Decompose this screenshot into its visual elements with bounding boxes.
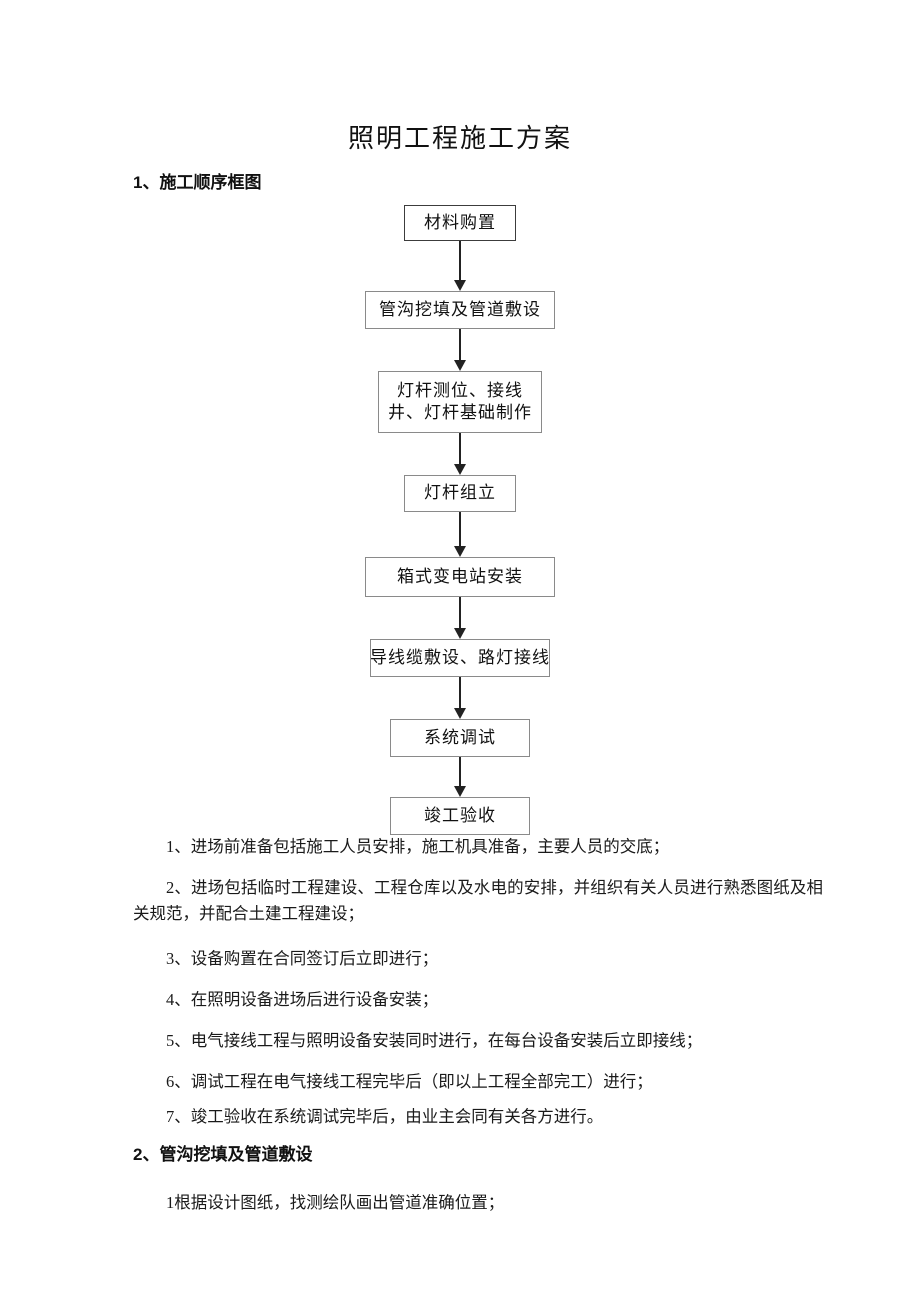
flow-edge-2 [0, 329, 920, 371]
paragraph-item-5: 5、电气接线工程与照明设备安装同时进行，在每台设备安装后立即接线； [133, 1028, 823, 1054]
paragraph-item-7: 7、竣工验收在系统调试完毕后，由业主会同有关各方进行。 [133, 1104, 823, 1130]
paragraph-text: 2、进场包括临时工程建设、工程仓库以及水电的安排，并组织有关人员进行熟悉图纸及相… [133, 878, 823, 923]
flow-row-6: 导线缆敷设、路灯接线 [0, 639, 920, 677]
flow-node-label: 灯杆组立 [424, 483, 496, 503]
flow-node-label: 导线缆敷设、路灯接线 [370, 647, 550, 667]
page-title: 照明工程施工方案 [347, 124, 572, 153]
paragraph-item-3: 3、设备购置在合同签订后立即进行； [133, 946, 823, 972]
flow-node-pole-erection: 灯杆组立 [404, 475, 516, 512]
flow-node-label: 竣工验收 [424, 805, 496, 825]
flow-row-7: 系统调试 [0, 719, 920, 757]
paragraph-text: 5、电气接线工程与照明设备安装同时进行，在每台设备安装后立即接线； [166, 1031, 703, 1050]
paragraph-text: 3、设备购置在合同签订后立即进行； [166, 949, 439, 968]
flow-node-label: 管沟挖填及管道敷设 [379, 299, 541, 319]
arrow-down-icon [453, 329, 467, 371]
paragraph-item-4: 4、在照明设备进场后进行设备安装； [133, 987, 823, 1013]
flow-node-label: 箱式变电站安装 [397, 566, 523, 586]
arrow-down-icon [453, 677, 467, 719]
flow-node-system-commissioning: 系统调试 [390, 719, 530, 757]
flow-node-substation-installation: 箱式变电站安装 [365, 557, 555, 597]
flow-node-completion-acceptance: 竣工验收 [390, 797, 530, 835]
section-1-title: 施工顺序框图 [159, 173, 262, 192]
flow-node-trench-and-pipe-laying: 管沟挖填及管道敷设 [365, 291, 555, 329]
arrow-down-icon [453, 241, 467, 291]
subsection-item-1: 1根据设计图纸，找测绘队画出管道准确位置； [133, 1190, 823, 1216]
flow-row-8: 竣工验收 [0, 797, 920, 835]
flow-edge-4 [0, 512, 920, 557]
flow-node-label: 材料购置 [424, 212, 496, 232]
flow-node-pole-positioning-and-foundation: 灯杆测位、接线 井、灯杆基础制作 [378, 371, 542, 433]
paragraph-text: 6、调试工程在电气接线工程完毕后（即以上工程全部完工）进行； [166, 1072, 653, 1091]
arrow-down-icon [453, 512, 467, 557]
flow-node-label-line2: 井、灯杆基础制作 [388, 403, 532, 422]
section-2-title: 管沟挖填及管道敷设 [159, 1145, 313, 1164]
flow-node-label: 系统调试 [424, 727, 496, 747]
flow-node-cable-laying-and-lamp-wiring: 导线缆敷设、路灯接线 [370, 639, 550, 677]
paragraph-text: 4、在照明设备进场后进行设备安装； [166, 990, 439, 1009]
flow-row-4: 灯杆组立 [0, 475, 920, 512]
flow-row-3: 灯杆测位、接线 井、灯杆基础制作 [0, 371, 920, 433]
flow-row-2: 管沟挖填及管道敷设 [0, 291, 920, 329]
paragraph-item-6: 6、调试工程在电气接线工程完毕后（即以上工程全部完工）进行； [133, 1069, 823, 1095]
subsection-text: 1根据设计图纸，找测绘队画出管道准确位置； [166, 1193, 505, 1212]
section-heading-2: 2、管沟挖填及管道敷设 [133, 1140, 312, 1165]
paragraph-item-2: 2、进场包括临时工程建设、工程仓库以及水电的安排，并组织有关人员进行熟悉图纸及相… [133, 875, 823, 926]
construction-sequence-flowchart: 材料购置 管沟挖填及管道敷设 灯杆测位、接线 井、灯杆基础制作 [0, 205, 920, 835]
arrow-down-icon [453, 757, 467, 797]
flow-edge-5 [0, 597, 920, 639]
flow-row-5: 箱式变电站安装 [0, 557, 920, 597]
paragraph-text: 1、进场前准备包括施工人员安排，施工机具准备，主要人员的交底； [166, 837, 670, 856]
paragraph-item-1: 1、进场前准备包括施工人员安排，施工机具准备，主要人员的交底； [133, 834, 823, 860]
flow-node-material-purchase: 材料购置 [404, 205, 516, 241]
flow-edge-1 [0, 241, 920, 291]
section-heading-1: 1、施工顺序框图 [133, 168, 261, 193]
flow-edge-6 [0, 677, 920, 719]
section-1-number: 1、 [133, 173, 160, 192]
arrow-down-icon [453, 433, 467, 475]
flow-row-1: 材料购置 [0, 205, 920, 241]
flow-edge-3 [0, 433, 920, 475]
paragraph-text: 7、竣工验收在系统调试完毕后，由业主会同有关各方进行。 [166, 1107, 604, 1126]
flow-node-label-line1: 灯杆测位、接线 [397, 380, 523, 400]
arrow-down-icon [453, 597, 467, 639]
flow-edge-7 [0, 757, 920, 797]
section-2-number: 2、 [133, 1145, 160, 1164]
